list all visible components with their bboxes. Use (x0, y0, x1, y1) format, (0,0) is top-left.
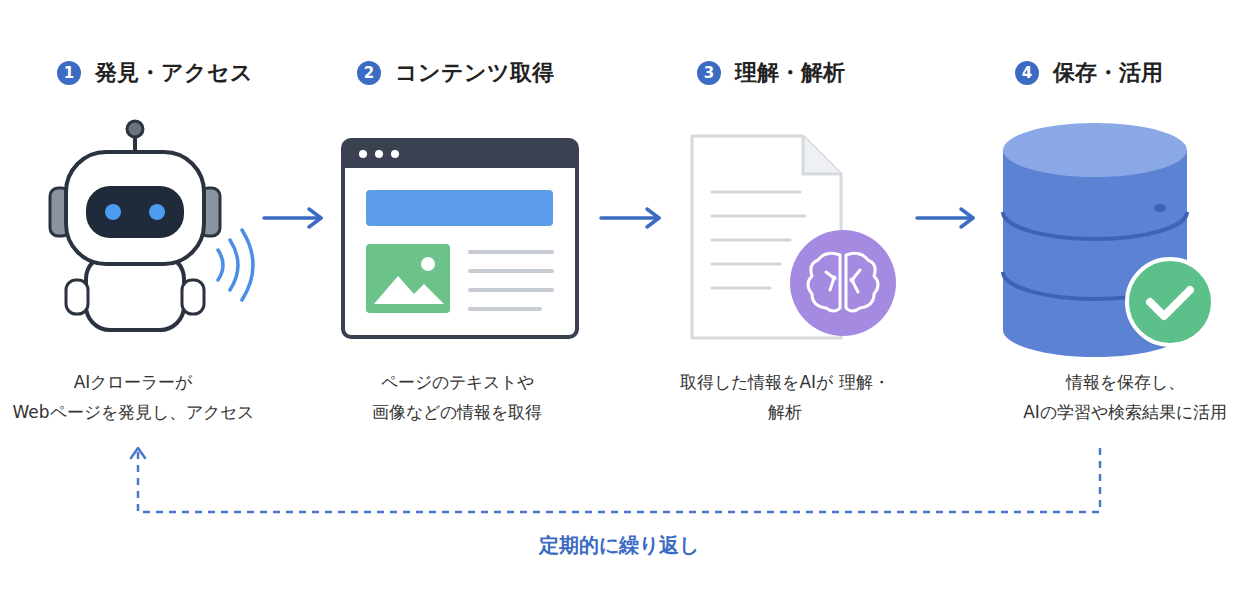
flow-arrow (264, 216, 321, 220)
step-heading: 理解・解析 (735, 60, 845, 86)
edge-label: 定期的に繰り返し (533, 532, 705, 559)
repeat-loop-arrow (138, 448, 1100, 512)
document-icon (692, 136, 896, 338)
step-number-circle: 1 (57, 61, 81, 85)
step-description: 情報を保存し、 AIの学習や検索結果に活用 (1000, 368, 1250, 428)
flow-arrow (601, 216, 659, 220)
step-number-circle: 3 (697, 61, 721, 85)
callout-number: 4 (1022, 66, 1032, 81)
step-heading: 保存・活用 (1053, 60, 1163, 86)
step-column: コンテンツ取得ページのテキストや 画像などの情報を取得 2 (325, 50, 595, 440)
step-number-circle: 4 (1015, 61, 1039, 85)
step-description: ページのテキストや 画像などの情報を取得 (352, 368, 562, 428)
browser-icon (343, 140, 577, 337)
robot-icon (50, 121, 253, 330)
step-description: 取得した情報をAIが 理解・解析 (680, 368, 890, 428)
step-column: 理解・解析取得した情報をAIが 理解・解析 3 (665, 50, 905, 440)
flow-arrow (917, 216, 973, 220)
callout-number: 2 (364, 66, 374, 81)
step-heading: コンテンツ取得 (395, 60, 554, 86)
callout-number: 3 (704, 66, 714, 81)
callout-number: 1 (64, 66, 74, 81)
step-heading: 発見・アクセス (95, 60, 253, 86)
step-column: 保存・活用情報を保存し、 AIの学習や検索結果に活用 4 (985, 50, 1250, 440)
step-column: 発見・アクセス AIクローラーが Webページを発見し、アクセス 1 (5, 50, 260, 440)
step-number-circle: 2 (357, 61, 381, 85)
step-description: AIクローラーが Webページを発見し、アクセス (8, 368, 258, 428)
database-icon (1003, 123, 1213, 357)
